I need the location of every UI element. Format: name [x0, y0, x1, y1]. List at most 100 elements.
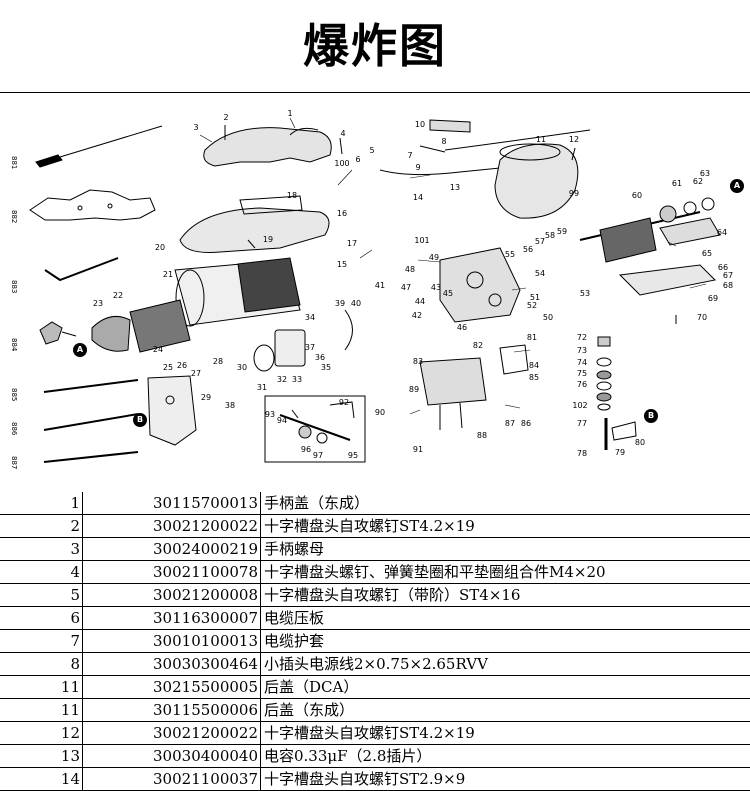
part-number-cell: 7 — [0, 630, 83, 653]
small-parts-column — [597, 337, 636, 450]
inset-parts — [280, 402, 354, 443]
callout-label: 93 — [265, 410, 275, 419]
callout-label: 15 — [337, 260, 347, 269]
part-code-cell: 30021200008 — [83, 584, 261, 607]
part-code-cell: 30030400040 — [83, 745, 261, 768]
callout-label: 77 — [577, 419, 587, 428]
part-description-cell: 十字槽盘头螺钉、弹簧垫圈和平垫圈组合件M4×20 — [261, 561, 750, 584]
rear-cover-part — [495, 144, 578, 218]
part-code-cell: 30116300007 — [83, 607, 261, 630]
callout-label: 76 — [577, 380, 587, 389]
callout-label: 82 — [473, 341, 483, 350]
callout-label: 24 — [153, 345, 163, 354]
callout-label: 30 — [237, 363, 247, 372]
callout-label: 84 — [529, 361, 539, 370]
callout-label: 96 — [301, 445, 311, 454]
part-number-cell: 2 — [0, 515, 83, 538]
callout-label: 78 — [577, 449, 587, 458]
callout-label: 14 — [413, 193, 423, 202]
stator-part — [92, 300, 190, 352]
part-code-cell: 30010100013 — [83, 630, 261, 653]
callout-label: 75 — [577, 369, 587, 378]
bracket-part — [148, 376, 196, 445]
callout-label: 8 — [441, 137, 446, 146]
callout-label: 47 — [401, 283, 411, 292]
callout-label: 13 — [450, 183, 460, 192]
side-part-label: 887 — [10, 456, 18, 469]
callout-label: 90 — [375, 408, 385, 417]
callout-label: 29 — [201, 393, 211, 402]
part-description-cell: 电缆护套 — [261, 630, 750, 653]
callout-label: 56 — [523, 245, 533, 254]
callout-label: 68 — [723, 281, 733, 290]
callout-label: 86 — [521, 419, 531, 428]
side-part-label: 882 — [10, 210, 18, 223]
callout-label: 36 — [315, 353, 325, 362]
plunger-assembly-part — [420, 345, 528, 430]
callout-label: 43 — [431, 283, 441, 292]
part-number-cell: 12 — [0, 722, 83, 745]
callout-label: 83 — [413, 357, 423, 366]
part-description-cell: 十字槽盘头自攻螺钉（带阶）ST4×16 — [261, 584, 750, 607]
callout-label: 39 — [335, 299, 345, 308]
callout-label: A — [77, 345, 84, 354]
callout-label: 91 — [413, 445, 423, 454]
side-part-label: 883 — [10, 280, 18, 293]
callout-label: 41 — [375, 281, 385, 290]
callout-label: 97 — [313, 451, 323, 460]
callout-label: 7 — [407, 151, 412, 160]
callout-label: 94 — [277, 416, 287, 425]
part-number-cell: 14 — [0, 768, 83, 791]
callout-label: 45 — [443, 289, 453, 298]
housing-part — [180, 196, 329, 253]
callout-label: 25 — [163, 363, 173, 372]
side-part-label: 886 — [10, 422, 18, 436]
callout-label: 74 — [577, 358, 587, 367]
callout-label: 53 — [580, 289, 590, 298]
part-code-cell: 30021200022 — [83, 515, 261, 538]
callout-label: 101 — [414, 236, 429, 245]
callout-label: 20 — [155, 243, 165, 252]
part-number-cell: 1 — [0, 492, 83, 515]
motor-housing-part — [175, 258, 300, 326]
callout-label: 100 — [334, 159, 349, 168]
callout-label: 38 — [225, 401, 235, 410]
callout-label: 22 — [113, 291, 123, 300]
part-number-cell: 4 — [0, 561, 83, 584]
callout-label: 73 — [577, 346, 587, 355]
part-number-cell: 8 — [0, 653, 83, 676]
callout-label: 34 — [305, 313, 315, 322]
callout-label: 54 — [535, 269, 545, 278]
gear-housing-part — [440, 248, 520, 322]
part-description-cell: 后盖（DCA） — [261, 676, 750, 699]
part-number-cell: 13 — [0, 745, 83, 768]
page-title: 爆炸图 — [0, 10, 750, 76]
callout-label: 55 — [505, 250, 515, 259]
callout-label: 79 — [615, 448, 625, 457]
callout-label: 11 — [536, 135, 546, 144]
part-code-cell: 30021100078 — [83, 561, 261, 584]
callout-label: 81 — [527, 333, 537, 342]
part-description-cell: 小插头电源线2×0.75×2.65RVV — [261, 653, 750, 676]
part-description-cell: 电容0.33μF（2.8插片） — [261, 745, 750, 768]
part-description-cell: 手柄螺母 — [261, 538, 750, 561]
callout-label: 46 — [457, 323, 467, 332]
callout-label: 50 — [543, 313, 553, 322]
callout-label: 49 — [429, 253, 439, 262]
callout-label: 16 — [337, 209, 347, 218]
callout-label: 99 — [569, 189, 579, 198]
callout-label: 95 — [348, 451, 358, 460]
callout-label: 62 — [693, 177, 703, 186]
callout-label: 5 — [369, 146, 374, 155]
callout-label: 1 — [287, 109, 292, 118]
